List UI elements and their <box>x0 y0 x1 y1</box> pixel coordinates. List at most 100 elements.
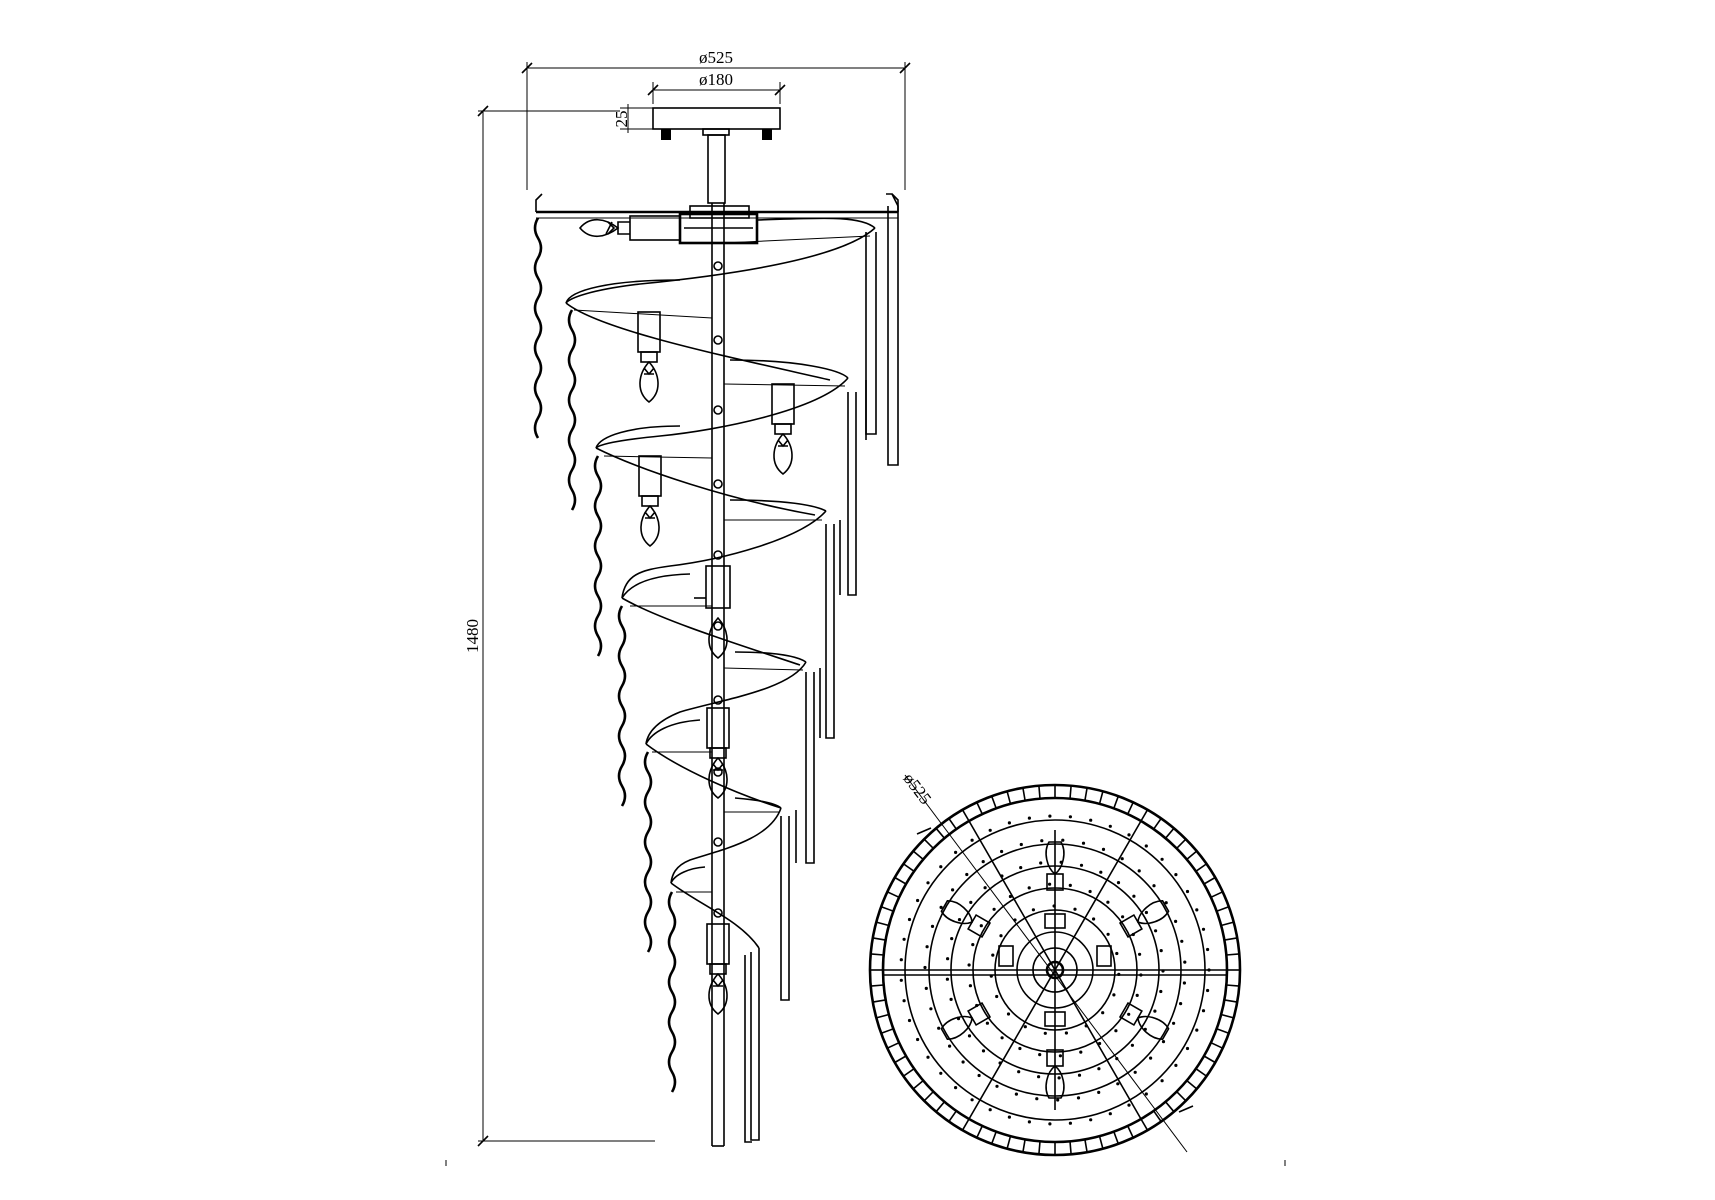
crystal-bead <box>967 1034 972 1038</box>
crystal-tooth <box>1203 876 1216 885</box>
crystal-bead <box>1174 873 1178 877</box>
crystal-bead <box>902 937 906 941</box>
crystal-tooth <box>1126 1125 1134 1139</box>
crystal-bead <box>1099 870 1103 874</box>
candle-bulb-icon <box>1045 1049 1065 1099</box>
crystal-tooth <box>1176 838 1187 849</box>
crystal-tooth <box>1006 791 1012 805</box>
crystal-tooth <box>903 863 915 872</box>
crystal-bead <box>1159 949 1163 953</box>
crystal-tooth <box>976 801 984 815</box>
crystal-bead <box>949 997 953 1001</box>
plan-spokes <box>883 820 1227 1120</box>
crystal-bead <box>1097 1090 1101 1094</box>
crystal-bead <box>951 888 955 892</box>
crystal-tooth <box>1216 1028 1230 1035</box>
crystal-tooth <box>1113 1131 1120 1145</box>
crystal-bead <box>1116 881 1121 885</box>
crystal-bead <box>995 994 999 999</box>
crystal-bead <box>1101 847 1106 851</box>
crystal-bead <box>969 900 973 904</box>
crystal-tooth <box>886 891 900 899</box>
stem-connectors <box>694 261 731 918</box>
plan-view: ø525 <box>868 769 1242 1157</box>
crystal-bead <box>939 1071 943 1075</box>
crystal-bead <box>1127 1012 1131 1016</box>
crystal-bead <box>1201 1009 1206 1013</box>
crystal-bead <box>1115 951 1119 956</box>
crystal-bead <box>1038 1053 1042 1057</box>
crystal-bead <box>979 924 983 928</box>
crystal-bead <box>1014 1092 1018 1096</box>
crystal-bead <box>1037 1075 1041 1079</box>
crystal-bead <box>1000 1036 1004 1040</box>
crystal-bead <box>1153 1009 1157 1013</box>
crystal-tooth <box>976 1125 984 1139</box>
crystal-bead <box>1007 821 1011 825</box>
crystal-bead <box>1048 1122 1052 1126</box>
crystal-bead <box>995 1084 999 1088</box>
candle-bulb-icon <box>940 900 992 939</box>
crystal-bead <box>1077 1073 1082 1077</box>
crystal-bead <box>916 898 920 903</box>
crystal-tooth <box>903 1068 915 1077</box>
crystal-bead <box>1159 989 1163 994</box>
central-stem <box>707 134 726 1147</box>
crystal-bead <box>1108 824 1112 828</box>
crystal-tooth <box>912 850 924 861</box>
crystal-tooth <box>880 905 894 912</box>
crystal-tooth <box>990 1131 997 1145</box>
crystal-bead <box>954 850 958 854</box>
crystal-bead <box>1132 894 1136 898</box>
crystal-tooth <box>923 838 934 849</box>
crystal-tooth <box>1038 785 1041 799</box>
crystal-tooth <box>1069 1141 1072 1155</box>
crystal-bead <box>907 917 912 922</box>
crystal-bead <box>1138 952 1142 956</box>
crystal-bead <box>1097 1067 1101 1071</box>
crystal-bead <box>1019 866 1023 870</box>
crystal-bead <box>1076 1096 1081 1100</box>
crystal-tooth <box>1113 795 1120 809</box>
crystal-bead <box>937 1026 941 1030</box>
crystal-bead <box>1160 857 1164 861</box>
crystal-tooth <box>872 999 886 1003</box>
crystal-tooth <box>990 795 997 809</box>
crystal-tooth <box>1216 905 1230 912</box>
crystal-bead <box>1112 993 1116 997</box>
crystal-tooth <box>894 1055 907 1064</box>
crystal-bead <box>1006 1012 1011 1016</box>
crystal-bead <box>988 828 992 832</box>
crystal-tooth <box>935 1101 946 1113</box>
crystal-tooth <box>1022 787 1026 801</box>
crystal-bead <box>1068 883 1072 887</box>
crystal-bead <box>899 958 903 962</box>
crystal-bead <box>1039 861 1043 865</box>
crystal-tooth <box>1038 1141 1041 1155</box>
crystal-tooth <box>894 876 907 885</box>
candle-bulb-icon <box>940 1001 992 1040</box>
crystal-tooth <box>1210 1041 1224 1049</box>
crystal-tooth <box>1069 785 1072 799</box>
dimension-overall-height: 1480 <box>463 105 655 1147</box>
crystal-bead <box>930 924 935 928</box>
candle-bulb-icon <box>706 923 730 1016</box>
crystal-bead <box>926 1055 930 1059</box>
crystal-bead <box>1048 814 1052 818</box>
crystal-bead <box>1017 1070 1021 1074</box>
crystal-bead <box>939 865 943 869</box>
crystal-bead <box>1023 1025 1027 1029</box>
crystal-bead <box>970 838 974 842</box>
crystal-bead <box>1068 1121 1072 1125</box>
candle-bulb-icon <box>771 383 795 476</box>
spiral-ribbon <box>565 217 876 949</box>
crystal-bead <box>1089 1118 1093 1122</box>
crystal-tooth <box>1195 863 1207 872</box>
crystal-tooth <box>1224 999 1238 1003</box>
crystal-bead <box>1182 981 1186 985</box>
crystal-tooth <box>1195 1068 1207 1077</box>
crystal-bead <box>929 1007 933 1011</box>
crystal-bead <box>1160 1079 1164 1083</box>
crystal-bead <box>1058 1054 1062 1058</box>
crystal-bead <box>1164 901 1168 905</box>
